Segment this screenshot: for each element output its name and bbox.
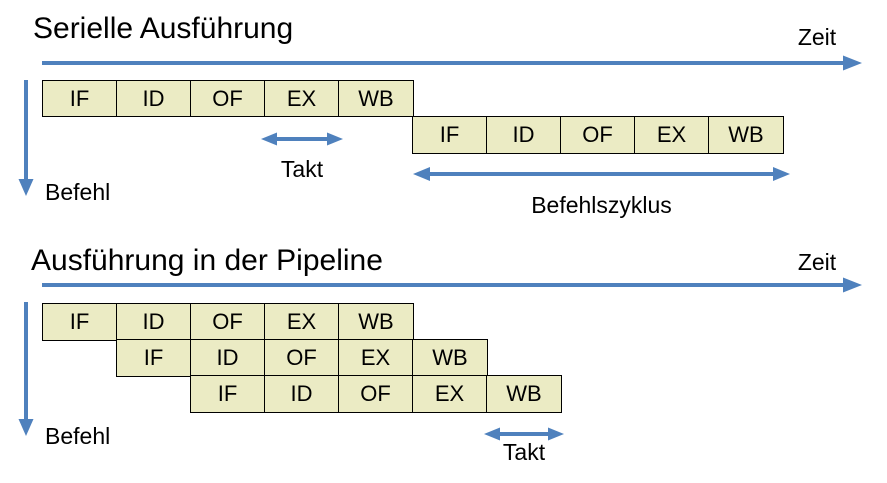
stage-cell-ex: EX — [339, 340, 413, 376]
stage-cell-wb: WB — [506, 381, 542, 406]
instruction-cycle-label: Befehlszyklus — [531, 192, 672, 218]
time-axis-arrow-pipeline — [42, 277, 862, 293]
instruction-cycle-double-arrow — [413, 167, 790, 181]
stage-cell-wb: WB — [358, 85, 394, 111]
stage-cell-id: ID — [191, 340, 265, 376]
stage-cell-wb: WB — [432, 345, 468, 370]
time-axis-arrow-serial — [42, 55, 862, 71]
stage-cell-wb: WB — [358, 309, 394, 334]
stage-cell-ex: EX — [635, 117, 709, 153]
time-axis-label-serial: Zeit — [797, 24, 837, 50]
stage-cell-if: IF — [117, 340, 191, 376]
stage-cell-if: IF — [191, 376, 265, 412]
time-axis-label-pipeline: Zeit — [797, 249, 837, 275]
stage-cell-wb: WB — [728, 122, 764, 147]
instruction-axis-arrow-pipeline — [18, 302, 34, 436]
stage-cell-id: ID — [265, 376, 339, 412]
serial-section-title: Serielle Ausführung — [33, 12, 294, 45]
clock-label-serial: Takt — [280, 156, 324, 182]
stage-cell-of: OF — [191, 81, 265, 116]
stage-cell-of: OF — [561, 117, 635, 153]
stage-cell-of: OF — [191, 304, 265, 340]
stage-cell-id: ID — [117, 81, 191, 116]
instruction-axis-label-serial: Befehl — [45, 179, 111, 205]
pipeline-section-title: Ausführung in der Pipeline — [31, 244, 383, 277]
stage-cell-of: OF — [339, 376, 413, 412]
stage-cell-if: IF — [413, 117, 487, 153]
stage-cell-id: ID — [487, 117, 561, 153]
stage-cell-if: IF — [43, 81, 117, 116]
instruction-axis-label-pipeline: Befehl — [45, 423, 111, 449]
instruction-axis-arrow-serial — [18, 80, 34, 196]
clock-label-pipeline: Takt — [502, 439, 546, 465]
stage-cell-id: ID — [117, 304, 191, 340]
clock-double-arrow-serial — [261, 132, 343, 146]
stage-cell-ex: EX — [413, 376, 487, 412]
stage-cell-ex: EX — [265, 304, 339, 340]
stage-cell-if: IF — [43, 304, 117, 340]
stage-cell-ex: EX — [265, 81, 339, 116]
stage-cell-of: OF — [265, 340, 339, 376]
